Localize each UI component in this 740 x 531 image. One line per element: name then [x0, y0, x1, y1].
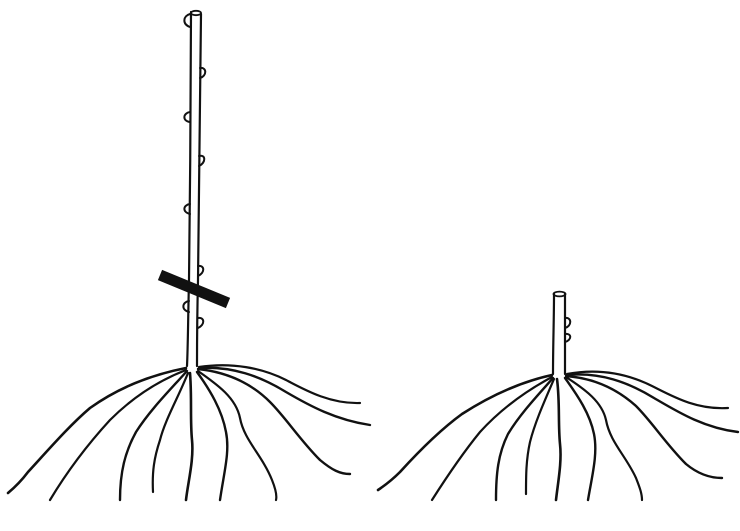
pruned-cutting-stem — [553, 292, 566, 374]
pruned-cutting — [378, 292, 738, 500]
bud-icon — [198, 318, 203, 328]
tall-cutting-roots — [8, 365, 370, 500]
tall-cutting — [8, 11, 370, 500]
pruning-cut-mark-icon — [160, 275, 228, 303]
bud-icon — [184, 112, 190, 122]
pruned-cutting-roots — [378, 372, 738, 500]
bud-icon — [184, 14, 190, 27]
